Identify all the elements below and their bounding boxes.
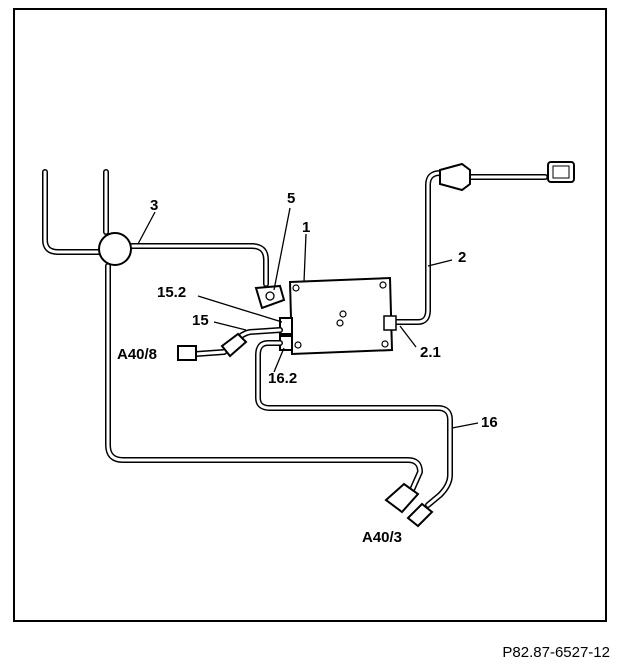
label-a40-8: A40/8 xyxy=(117,346,157,363)
connector-a40-3-aux xyxy=(406,502,434,528)
connector-a40-3-main xyxy=(384,482,420,514)
harness-16 xyxy=(255,340,453,508)
harness-2 xyxy=(391,170,548,325)
connector-a40-8 xyxy=(177,345,197,361)
label-15-2: 15.2 xyxy=(157,284,186,301)
connector-2-plug xyxy=(547,161,575,183)
harness-3 xyxy=(42,169,423,493)
connector-2-plug-detail xyxy=(552,165,570,179)
connector-5 xyxy=(254,284,286,310)
label-a40-3: A40/3 xyxy=(362,529,402,546)
label-1: 1 xyxy=(302,219,310,236)
control-module-1 xyxy=(288,276,397,356)
harness-15-sleeve xyxy=(220,332,248,358)
leader-lines xyxy=(137,207,479,429)
diagram-frame xyxy=(13,8,607,622)
label-16: 16 xyxy=(481,414,498,431)
label-5: 5 xyxy=(287,190,295,207)
harness-junction xyxy=(98,232,132,266)
connector-2-boot xyxy=(439,162,471,192)
label-16-2: 16.2 xyxy=(268,370,297,387)
label-2-1: 2.1 xyxy=(420,344,441,361)
figure-code: P82.87-6527-12 xyxy=(502,644,610,661)
label-2: 2 xyxy=(458,249,466,266)
label-15: 15 xyxy=(192,312,209,329)
label-3: 3 xyxy=(150,197,158,214)
